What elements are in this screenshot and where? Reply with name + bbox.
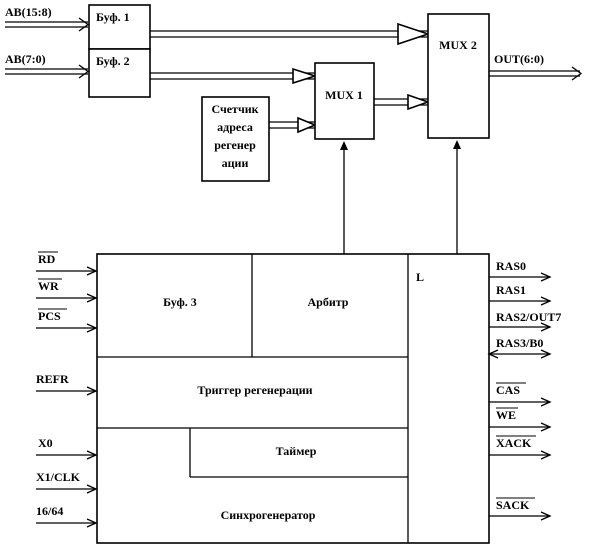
svg-text:RAS2/OUT7: RAS2/OUT7 [496, 310, 561, 324]
ab-high-arrow [5, 17, 90, 32]
mux2-label: MUX 2 [439, 38, 477, 52]
svg-text:RAS1: RAS1 [496, 283, 526, 297]
buf3-label: Буф. 3 [163, 295, 197, 309]
ras3-signal: RAS3/B0 [487, 336, 552, 359]
svg-text:RAS0: RAS0 [496, 259, 526, 273]
b1664-signal: 16/64 [36, 504, 98, 528]
buf1-block [88, 4, 151, 50]
ras0-signal: RAS0 [489, 259, 552, 282]
svg-text:XACK: XACK [496, 436, 532, 450]
xack-signal: XACK [489, 435, 552, 460]
mux1-to-mux2-arrow [374, 93, 431, 111]
out-label: OUT(6:0) [494, 52, 544, 66]
arbiter-label: Арбитр [308, 295, 349, 309]
buf2-block [88, 48, 151, 98]
ab-low-arrow [5, 64, 90, 79]
sack-signal: SACK [489, 497, 552, 521]
mux1-block [314, 62, 375, 140]
mux2-block [427, 13, 490, 139]
counter-line-2: адреса [217, 120, 253, 134]
l-to-mux2-control [453, 140, 461, 254]
counter-line-3: регенер [214, 138, 256, 152]
x1clk-signal: X1/CLK [36, 470, 98, 494]
mux1-label: MUX 1 [325, 88, 363, 102]
cas-signal: CAS [489, 382, 552, 407]
refr-signal: REFR [36, 372, 98, 396]
syncgen-label: Синхрогенератор [221, 508, 316, 522]
counter-line-4: ации [222, 156, 249, 170]
timer-label: Таймер [276, 444, 317, 458]
svg-text:WR: WR [38, 279, 59, 293]
svg-text:16/64: 16/64 [36, 504, 63, 518]
pcs-signal: PCS [36, 308, 98, 333]
buf1-label: Буф. 1 [96, 10, 130, 24]
refresh-counter-block [201, 96, 270, 182]
svg-text:X1/CLK: X1/CLK [36, 470, 81, 484]
rd-signal: RD [36, 251, 98, 276]
controller-block [96, 253, 490, 544]
buf2-label: Буф. 2 [96, 54, 130, 68]
ab-high-label: AB(15:8) [5, 5, 52, 19]
ras2-signal: RAS2/OUT7 [489, 310, 561, 332]
arbiter-to-mux1-control [340, 141, 348, 254]
wr-signal: WR [36, 278, 98, 303]
svg-text:SACK: SACK [496, 498, 530, 512]
svg-text:CAS: CAS [496, 383, 520, 397]
svg-text:RAS3/B0: RAS3/B0 [496, 336, 543, 350]
svg-text:RD: RD [38, 252, 56, 266]
ab-low-label: AB(7:0) [5, 52, 46, 66]
counter-line-1: Счетчик [211, 102, 258, 116]
svg-text:X0: X0 [38, 436, 53, 450]
counter-to-mux1-arrow [269, 116, 318, 134]
svg-text:PCS: PCS [38, 309, 61, 323]
buf2-to-mux1-arrow [150, 67, 318, 85]
ras1-signal: RAS1 [489, 283, 552, 306]
out-arrow [489, 66, 583, 81]
buf1-to-mux2-arrow [150, 22, 431, 46]
x0-signal: X0 [36, 436, 98, 460]
we-signal: WE [489, 407, 552, 432]
trigger-label: Триггер регенерации [197, 383, 312, 397]
svg-text:WE: WE [496, 408, 516, 422]
svg-text:REFR: REFR [36, 372, 69, 386]
l-label: L [416, 270, 424, 284]
